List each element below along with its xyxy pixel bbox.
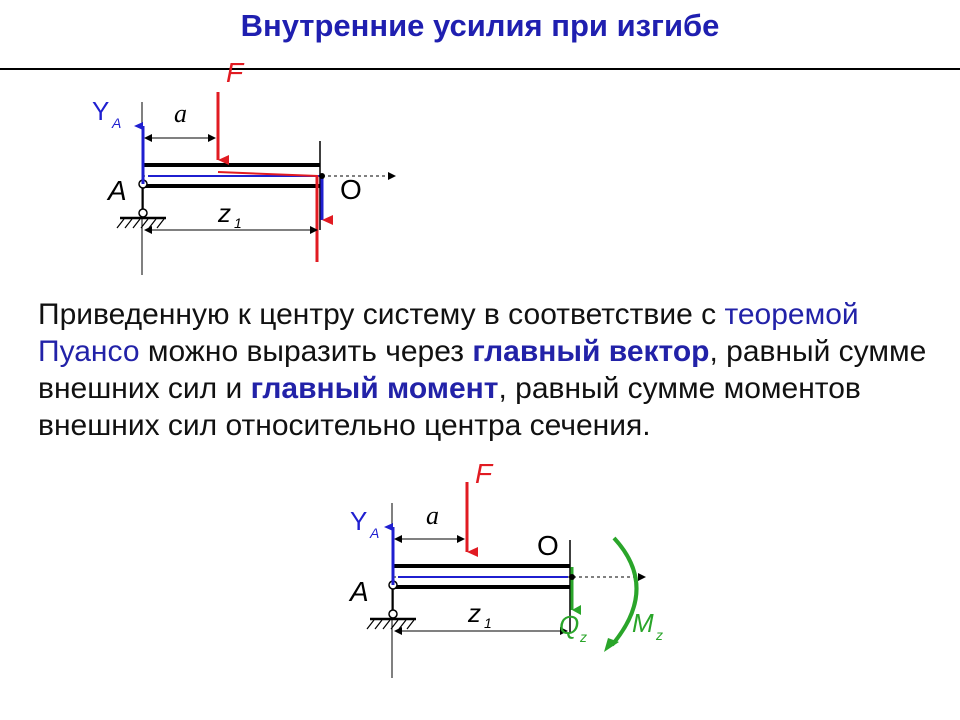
force-transfer-line xyxy=(217,171,319,177)
reaction-subscript: A xyxy=(369,525,379,541)
support-hinge-bottom xyxy=(388,609,398,619)
support-hatching xyxy=(116,218,165,229)
text-part-3: можно выразить через xyxy=(139,335,473,368)
page-title: Внутренние усилия при изгибе xyxy=(240,8,720,43)
point-o xyxy=(319,173,325,179)
reaction-label: Y xyxy=(92,96,109,126)
dim-a-label: a xyxy=(174,99,187,128)
reaction-label: Y xyxy=(350,506,367,536)
explanation-paragraph: Приведенную к центру систему в соответст… xyxy=(38,296,938,444)
bending-moment-arrowhead xyxy=(604,638,619,652)
point-o xyxy=(569,574,575,580)
text-part-7: , равный сумме моментов внешних сил отно… xyxy=(38,372,861,442)
dim-z-subscript: 1 xyxy=(234,215,242,231)
support-hinge-bottom xyxy=(138,208,148,218)
dim-z-label: z xyxy=(217,198,231,228)
dim-a-label: a xyxy=(426,501,439,530)
main-moment-term: главный момент xyxy=(250,372,499,405)
diagram-top: F Y A A O a z 1 xyxy=(92,57,396,275)
support-hatching xyxy=(366,619,415,630)
diagram-bottom: F Y A A O a z 1 Q z M z xyxy=(348,458,663,678)
shear-label: Q xyxy=(559,610,579,640)
dim-z-subscript: 1 xyxy=(484,615,492,631)
moment-label: M xyxy=(632,608,654,638)
shear-subscript: z xyxy=(579,629,587,645)
text-part-1: Приведенную к центру систему в соответст… xyxy=(38,298,725,331)
support-label: A xyxy=(106,175,127,206)
dim-z-label: z xyxy=(467,598,481,628)
bending-moment-arc xyxy=(610,536,639,647)
text-part-5: , равный сумме внешних сил и xyxy=(38,335,927,405)
center-label: O xyxy=(340,174,362,205)
force-label: F xyxy=(475,458,494,489)
reaction-subscript: A xyxy=(111,115,121,131)
poinsot-theorem-link: теоремой Пуансо xyxy=(38,298,859,368)
main-vector-term: главный вектор xyxy=(472,335,710,368)
moment-subscript: z xyxy=(655,627,663,643)
support-label: A xyxy=(348,576,369,607)
force-label: F xyxy=(226,57,245,88)
center-label: O xyxy=(537,530,559,561)
title-divider xyxy=(0,68,960,70)
